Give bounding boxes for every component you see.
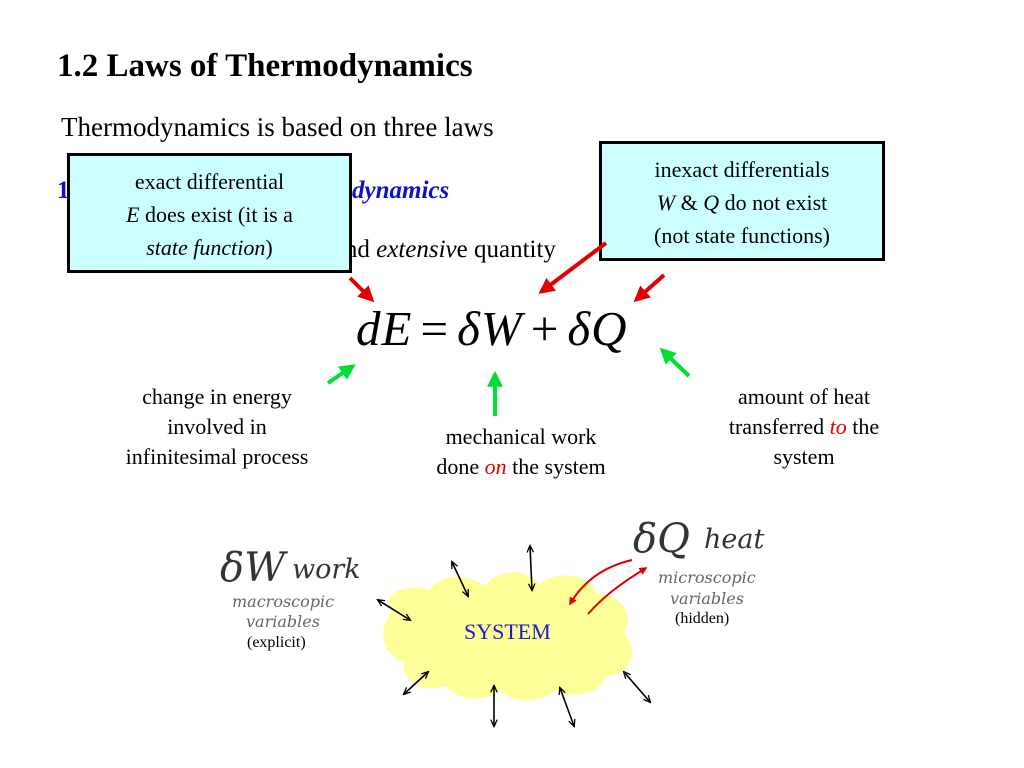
first-law-equation: dE=δW+δQ [356, 300, 628, 357]
inexact-differential-callout: inexact differentials W & Q do not exist… [599, 141, 885, 261]
work-word: work [292, 554, 361, 585]
heat-desc-line2: transferred to the [694, 412, 914, 442]
work-desc-line2-a: done [436, 454, 485, 479]
equation-equals: = [420, 301, 450, 356]
work-desc-line2-b: the system [506, 454, 606, 479]
heat-sub2: variables [670, 589, 744, 608]
heat-description: amount of heat transferred to the system [694, 382, 914, 472]
work-sub1: macroscopic [232, 592, 334, 611]
work-desc-line2: done on the system [398, 452, 644, 482]
energy-description: change in energy involved in infinitesim… [88, 382, 346, 472]
exact-line2-text: does exist (it is a [139, 202, 293, 227]
exchange-arrow-top [530, 546, 532, 590]
work-desc-emphasis: on [484, 454, 507, 479]
heat-desc-line1: amount of heat [738, 384, 870, 409]
exchange-arrow-bottom-mid [560, 688, 574, 726]
equation-plus: + [530, 301, 560, 356]
intro-text: Thermodynamics is based on three laws [61, 112, 494, 142]
inexact-line2-q: Q [703, 190, 720, 215]
work-sub2: variables [246, 612, 320, 631]
exact-line2-symbol: E [126, 202, 140, 227]
heat-note: (hidden) [675, 610, 729, 627]
work-note: (explicit) [247, 634, 306, 651]
energy-desc-line3: infinitesimal process [125, 444, 309, 469]
exchange-arrow-left [378, 600, 410, 620]
energy-desc-line1: change in energy [142, 384, 292, 409]
energy-desc-line2: involved in [167, 414, 267, 439]
heat-desc-line2-a: transferred [728, 414, 830, 439]
arrow-heat-desc [659, 347, 691, 378]
work-desc-line1: mechanical work [445, 424, 597, 449]
exchange-arrow-top-left [452, 562, 468, 596]
energy-statement-part4: e quantity [456, 236, 556, 263]
heat-desc-line3: system [773, 444, 835, 469]
heat-symbol: δQ [633, 516, 690, 562]
first-law-lead: 1 [57, 177, 70, 204]
inexact-line2-w: W [656, 190, 676, 215]
exact-line3-italic: state function [146, 235, 266, 260]
inexact-line2: W & Q do not exist [602, 186, 882, 219]
inexact-line2-text: do not exist [719, 190, 828, 215]
first-law-heading: 1 odynamics [57, 177, 449, 205]
inexact-line3: (not state functions) [654, 223, 830, 248]
heat-desc-emphasis: to [829, 414, 847, 439]
inexact-line2-amp: & [675, 190, 704, 215]
exact-differential-callout: exact differential E does exist (it is a… [67, 153, 352, 273]
inexact-line1: inexact differentials [654, 157, 830, 182]
exact-line3-text: ) [265, 235, 273, 260]
equation-de: dE [356, 301, 413, 356]
heat-word: heat [704, 524, 764, 555]
arrow-inexact-to-dq [633, 273, 666, 303]
arrow-exact-to-de [348, 276, 375, 303]
heat-desc-line2-b: the [846, 414, 880, 439]
equation-dq: δQ [567, 301, 628, 356]
arrow-inexact-to-dw [538, 241, 608, 294]
exchange-arrow-bottom-left [404, 672, 428, 694]
exact-line2: E does exist (it is a [70, 198, 349, 231]
system-label: SYSTEM [464, 619, 551, 644]
energy-statement-part3: extensiv [376, 236, 457, 263]
first-law-tail: odynamics [339, 177, 450, 204]
exact-line1: exact differential [134, 169, 285, 194]
exchange-arrow-right [624, 672, 650, 702]
heat-arrow-out [587, 567, 648, 615]
slide-title: 1.2 Laws of Thermodynamics [57, 48, 473, 84]
work-description: mechanical work done on the system [398, 422, 644, 482]
work-symbol: δW [220, 545, 288, 591]
heat-arrow-in [569, 559, 633, 606]
arrow-energy-desc [326, 364, 356, 385]
heat-sub1: microscopic [658, 568, 756, 587]
exact-line3: state function) [70, 231, 349, 264]
equation-dw: δW [457, 301, 523, 356]
